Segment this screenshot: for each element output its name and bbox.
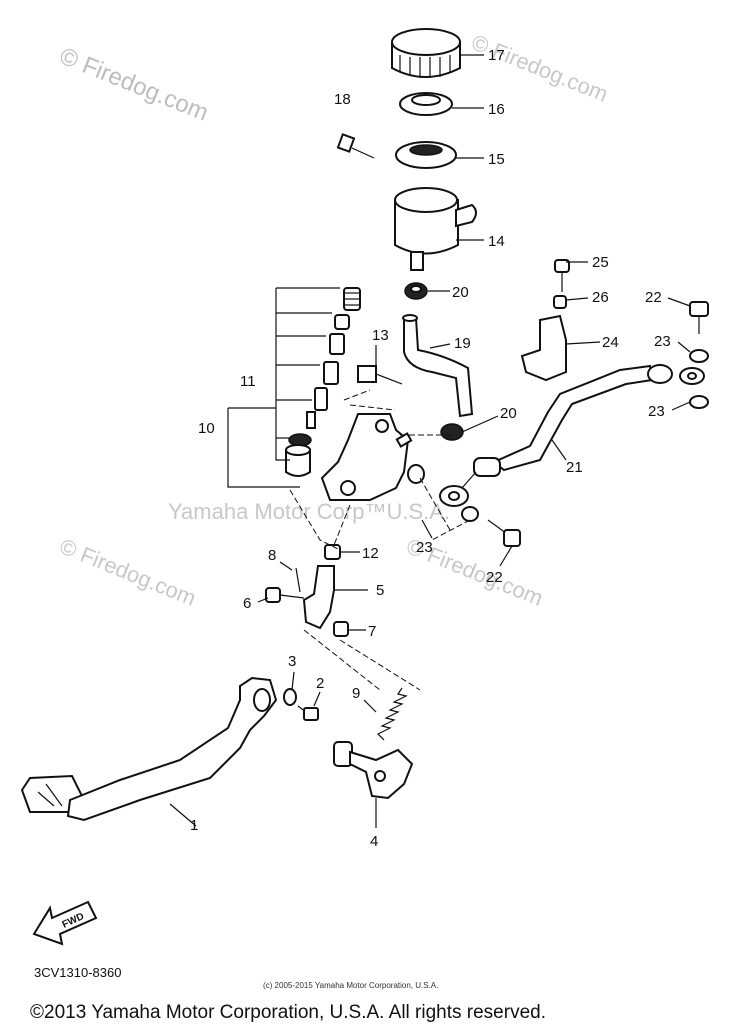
small-copyright: (c) 2005-2015 Yamaha Motor Corporation, …	[263, 981, 438, 990]
reservoir-tank	[394, 187, 477, 271]
pin-6	[265, 587, 305, 603]
label-23-a: 23	[654, 333, 671, 350]
label-21: 21	[566, 459, 583, 476]
reservoir-screw	[336, 133, 375, 159]
label-12: 12	[362, 545, 379, 562]
master-cylinder-bolt	[357, 365, 403, 385]
label-10: 10	[198, 420, 215, 437]
label-26: 26	[592, 289, 609, 306]
label-24: 24	[602, 334, 619, 351]
label-2: 2	[316, 675, 324, 692]
label-14: 14	[488, 233, 505, 250]
drawing-code: 3CV1310-8360	[34, 965, 121, 980]
label-3: 3	[288, 653, 296, 670]
washer-3	[283, 688, 297, 706]
return-spring	[376, 687, 408, 741]
label-18: 18	[334, 91, 351, 108]
brake-hose	[439, 364, 705, 507]
washer-23-b	[689, 395, 709, 409]
brake-pedal	[20, 676, 278, 822]
footer-copyright: ©2013 Yamaha Motor Corporation, U.S.A. A…	[30, 1002, 546, 1023]
label-20-lower: 20	[500, 405, 517, 422]
master-cylinder-body	[320, 413, 413, 501]
label-13: 13	[372, 327, 389, 344]
washer-23-d	[461, 506, 479, 522]
hose-clamp-lower	[440, 423, 464, 441]
brake-shaft	[333, 741, 414, 800]
banjo-bolt-lower	[487, 519, 521, 547]
label-15: 15	[488, 151, 505, 168]
clevis	[302, 565, 335, 630]
label-23-b: 23	[648, 403, 665, 420]
pivot-bolt	[297, 705, 319, 721]
banjo-bolt-upper	[689, 301, 709, 334]
label-22-upper: 22	[645, 289, 662, 306]
washer-23-a	[689, 349, 709, 363]
label-22-lower: 22	[486, 569, 503, 586]
reservoir-cap	[391, 28, 461, 78]
watermark-center: Yamaha Motor Corp™U.S.A.	[168, 499, 450, 524]
reservoir-hose	[403, 317, 474, 418]
label-9: 9	[352, 685, 360, 702]
watermark-top-left: © Firedog.com	[56, 43, 212, 127]
label-23-c: 23	[416, 539, 433, 556]
part-labels: 1 2 3 4 5 6 7 8 9 10 11 12 13 14 15 16 1…	[190, 47, 671, 850]
cotter-pin	[295, 567, 301, 593]
hose-end	[402, 314, 418, 322]
watermark-top-right: © Firedog.com	[468, 29, 611, 106]
label-4: 4	[370, 833, 378, 850]
label-16: 16	[488, 101, 505, 118]
piston-kit	[285, 287, 361, 477]
bolt-25	[554, 259, 570, 292]
diaphragm-plate	[399, 92, 453, 116]
nut-12	[324, 544, 341, 560]
label-8: 8	[268, 547, 276, 564]
nut-26	[553, 295, 567, 309]
label-20-upper: 20	[452, 284, 469, 301]
forward-arrow-icon: FWD	[32, 900, 98, 946]
hose-bracket	[520, 314, 567, 382]
nut-7	[333, 621, 349, 637]
label-5: 5	[376, 582, 384, 599]
watermark-mid-left: © Firedog.com	[56, 533, 199, 610]
label-11: 11	[240, 373, 256, 390]
assembly-guides	[169, 54, 691, 828]
diaphragm	[395, 141, 457, 169]
hose-clamp-upper	[404, 282, 428, 300]
label-6: 6	[243, 595, 251, 612]
label-19: 19	[454, 335, 471, 352]
label-25: 25	[592, 254, 609, 271]
label-7: 7	[368, 623, 376, 640]
label-17: 17	[488, 47, 505, 64]
label-1: 1	[190, 817, 198, 834]
